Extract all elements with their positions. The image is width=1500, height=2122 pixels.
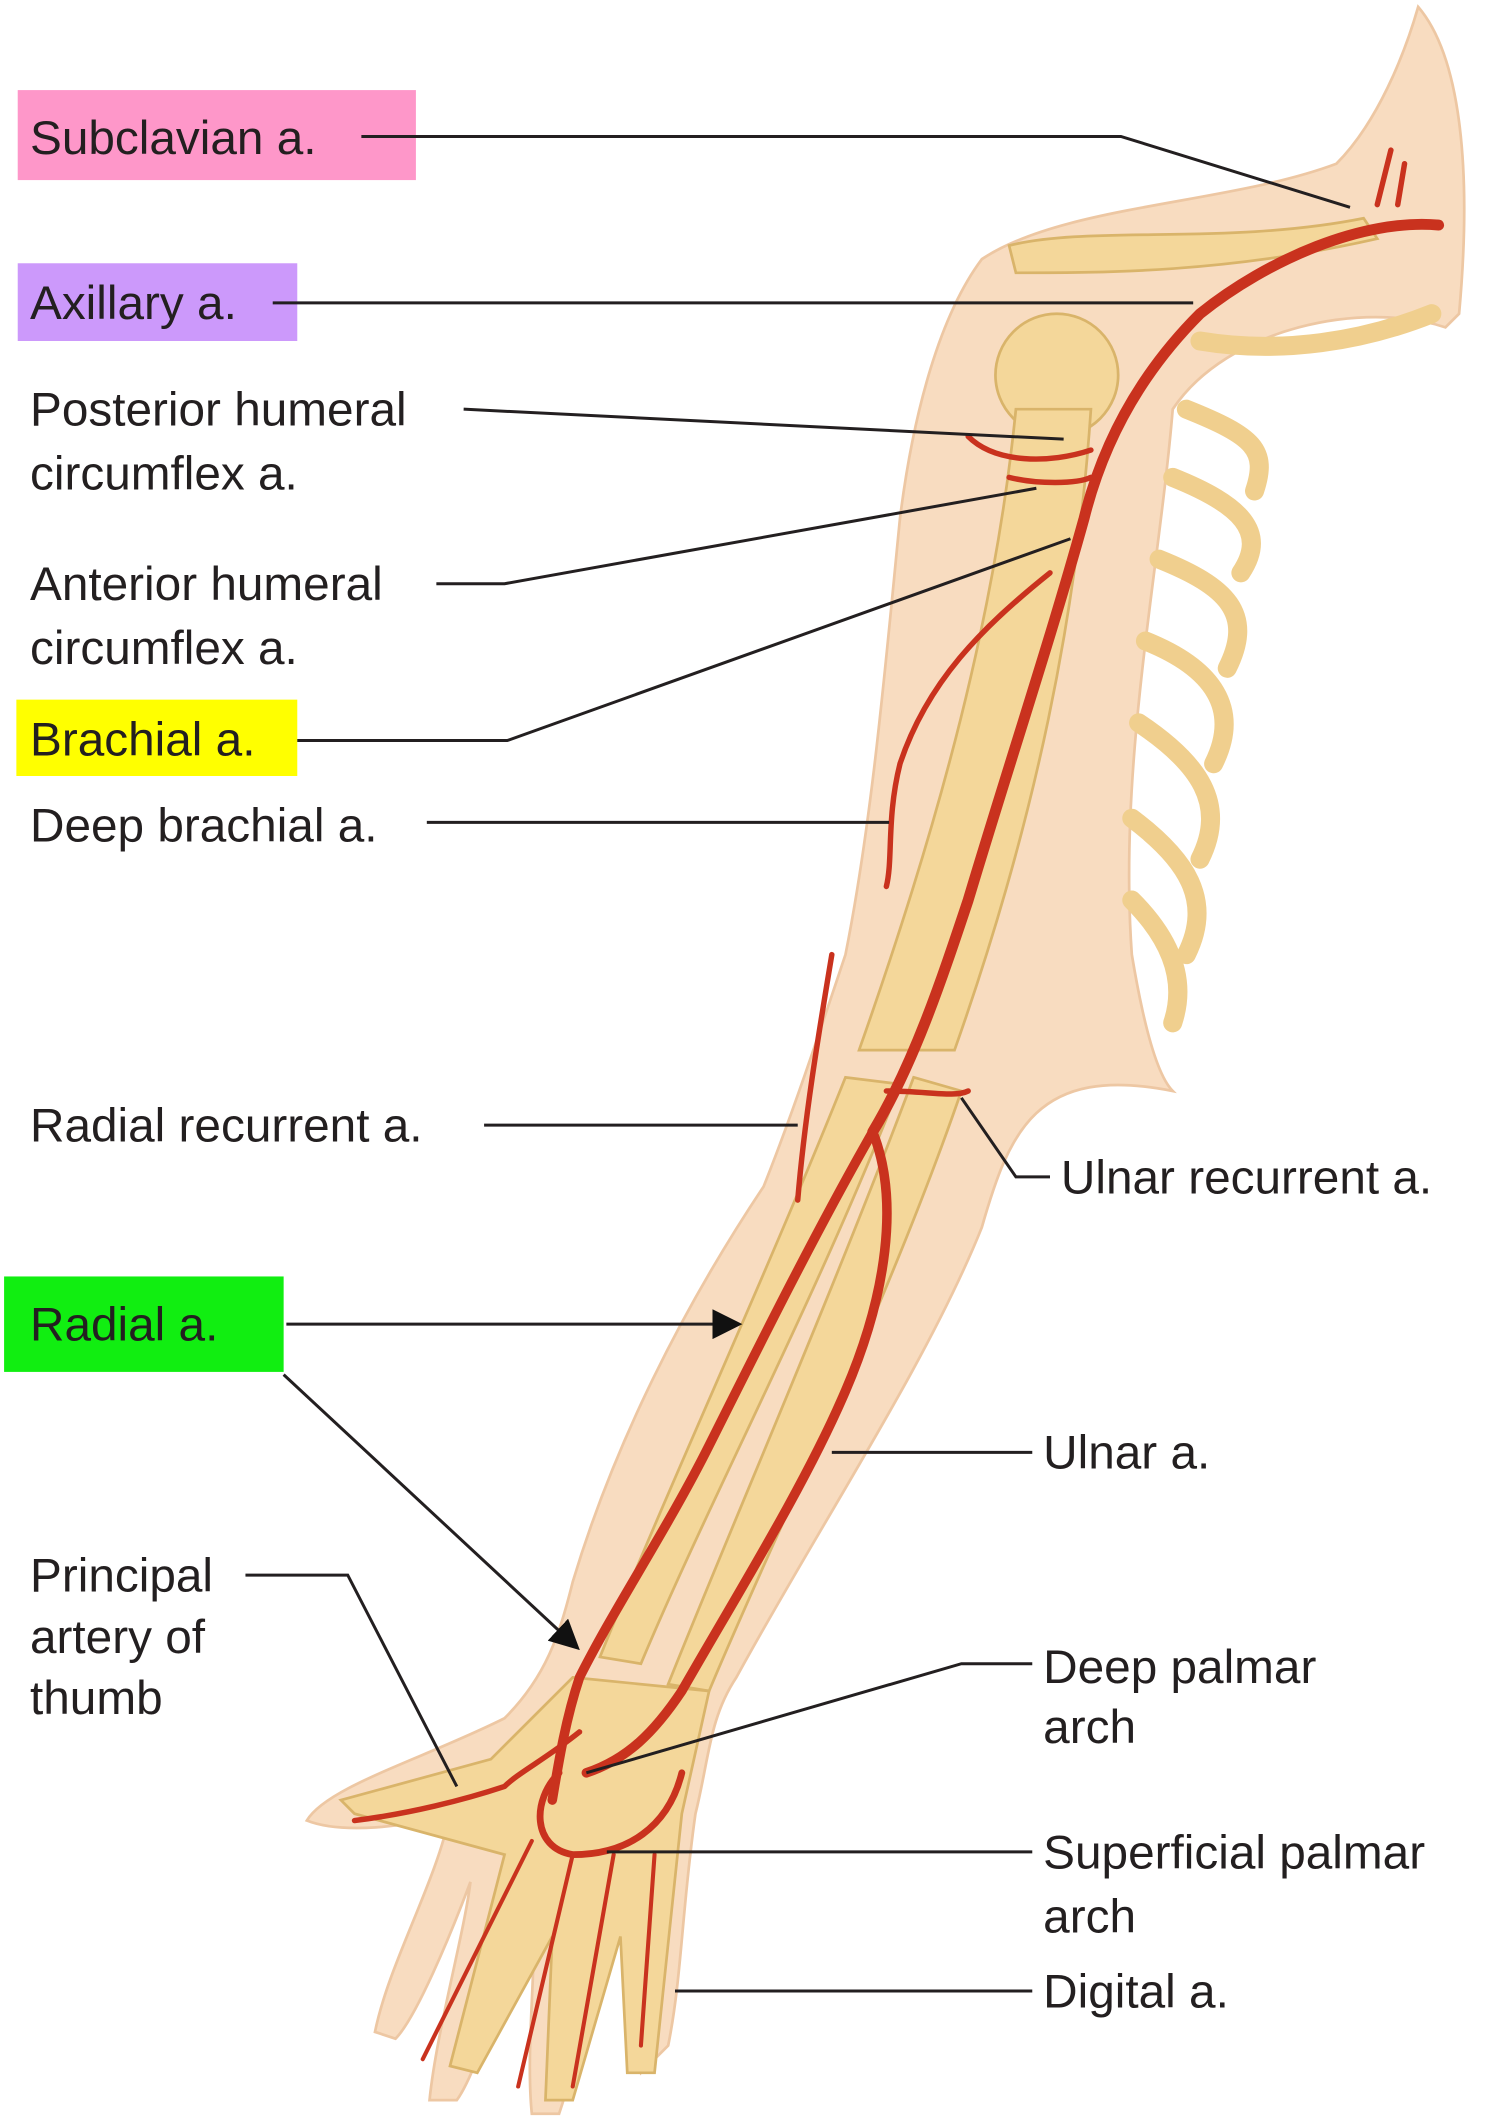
axillary-highlight xyxy=(17,263,298,341)
arrow-radial-wrist xyxy=(282,1373,580,1651)
radial-highlight xyxy=(4,1276,284,1372)
label-anterior-humeral-1: Anterior humeral xyxy=(30,558,383,611)
label-principal-thumb-1: Principal xyxy=(30,1549,213,1602)
leader-deep-palmar xyxy=(585,1662,1033,1775)
label-posterior-humeral-1: Posterior humeral xyxy=(30,384,407,437)
label-superficial-palmar-2: arch xyxy=(1043,1890,1136,1943)
label-subclavian-artery: Subclavian a. xyxy=(30,112,317,165)
arteries xyxy=(351,147,1445,2089)
label-radial-artery: Radial a. xyxy=(30,1299,218,1352)
label-deep-palmar-2: arch xyxy=(1043,1701,1136,1754)
label-ulnar-artery: Ulnar a. xyxy=(1043,1427,1210,1480)
leader-principal-thumb xyxy=(245,1573,459,1788)
label-posterior-humeral-2: circumflex a. xyxy=(30,448,298,501)
hand-bones xyxy=(338,1675,711,2102)
arm-skin xyxy=(304,4,1466,2116)
brachial-highlight xyxy=(16,699,298,776)
clavicle xyxy=(1007,216,1380,275)
leader-anterior-humeral xyxy=(436,486,1037,586)
label-anterior-humeral-2: circumflex a. xyxy=(30,622,298,675)
leader-posterior-humeral xyxy=(463,407,1064,441)
label-principal-thumb-3: thumb xyxy=(30,1672,163,1725)
rib-cage xyxy=(1122,304,1442,1033)
label-brachial-artery: Brachial a. xyxy=(30,714,255,767)
label-axillary-artery: Axillary a. xyxy=(30,277,237,330)
humerus xyxy=(857,407,1093,1052)
leader-subclavian xyxy=(361,134,1351,209)
label-digital-artery: Digital a. xyxy=(1043,1965,1229,2018)
leader-brachial xyxy=(297,537,1071,743)
label-ulnar-recurrent: Ulnar recurrent a. xyxy=(1061,1151,1432,1204)
label-superficial-palmar-1: Superficial palmar xyxy=(1043,1826,1425,1879)
label-deep-palmar-1: Deep palmar xyxy=(1043,1641,1316,1694)
label-deep-brachial: Deep brachial a. xyxy=(30,799,378,852)
leader-ulnar-recurrent xyxy=(960,1096,1050,1179)
subclavian-highlight xyxy=(17,90,416,181)
label-principal-thumb-2: artery of xyxy=(30,1611,206,1664)
label-radial-recurrent: Radial recurrent a. xyxy=(30,1099,423,1152)
